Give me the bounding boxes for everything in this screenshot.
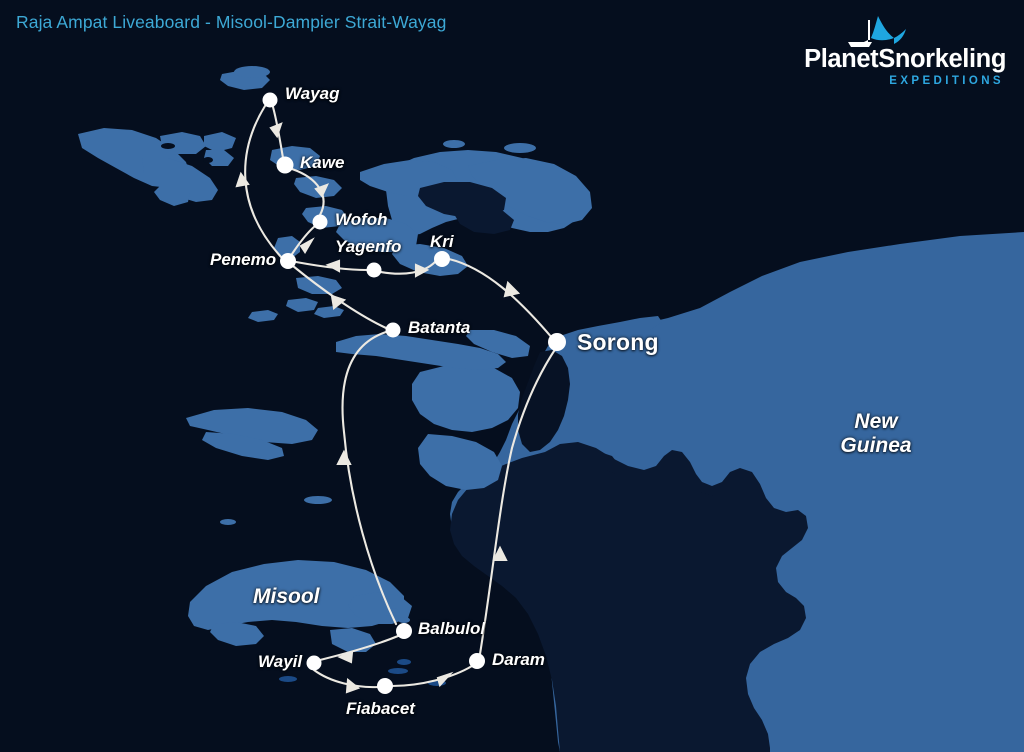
reef-wayil bbox=[279, 676, 297, 682]
waypoint-marker-yagenfo[interactable] bbox=[366, 262, 382, 278]
arrowhead-batanta-south bbox=[336, 449, 352, 466]
waypoint-marker-wayag[interactable] bbox=[262, 92, 278, 108]
arrowhead-balbulol-wayil bbox=[337, 650, 354, 664]
arrowhead-yagenfo-penemo bbox=[325, 259, 341, 273]
arrowhead-wayil-fiabacet bbox=[345, 677, 361, 694]
waypoint-marker-kawe[interactable] bbox=[276, 156, 294, 174]
arrowhead-sorong-kri bbox=[503, 280, 521, 298]
land-mid-left2 bbox=[202, 432, 284, 460]
land-misool bbox=[188, 560, 404, 630]
islet-small-c bbox=[314, 306, 344, 318]
route-layer bbox=[235, 104, 558, 694]
waypoint-label-fiabacet: Fiabacet bbox=[346, 699, 415, 718]
land-nw-islet2 bbox=[154, 186, 190, 206]
region-label-new-guinea-line2: Guinea bbox=[840, 433, 912, 457]
route-fiabacet-daram bbox=[390, 664, 474, 688]
land-batanta-east bbox=[466, 330, 530, 358]
brand-logo[interactable]: PlanetSnorkeling EXPEDITIONS bbox=[794, 14, 1006, 92]
land-waigeo-s bbox=[392, 244, 468, 276]
land-misool-east bbox=[348, 592, 412, 624]
waypoint-marker-balbulol[interactable] bbox=[396, 623, 412, 639]
land-salawati-south bbox=[418, 434, 502, 490]
dark-peninsula-sorong bbox=[518, 350, 570, 452]
waypoint-label-yagenfo: Yagenfo bbox=[335, 237, 402, 256]
islet-small-b bbox=[248, 310, 278, 322]
land-nw-chain2 bbox=[142, 158, 218, 202]
land-misool-se bbox=[330, 628, 376, 652]
page-title: Raja Ampat Liveaboard - Misool-Dampier S… bbox=[16, 12, 447, 32]
sailboat-icon bbox=[848, 16, 906, 47]
region-label-misool: Misool bbox=[253, 585, 320, 608]
landmass-layer bbox=[78, 66, 1024, 752]
waypoint-marker-fiabacet[interactable] bbox=[377, 678, 393, 694]
waypoint-marker-sorong[interactable] bbox=[548, 333, 566, 351]
waypoint-label-kri: Kri bbox=[430, 232, 454, 251]
nw-lagoon bbox=[161, 143, 175, 149]
waypoint-label-sorong: Sorong bbox=[577, 329, 659, 355]
route-sorong-kri bbox=[447, 257, 555, 341]
waypoint-label-penemo: Penemo bbox=[210, 250, 277, 269]
islet-n1 bbox=[504, 143, 536, 153]
islet-small-a bbox=[286, 298, 318, 312]
islet-top bbox=[234, 66, 270, 78]
route-penemo-wofoh bbox=[290, 224, 317, 256]
waypoint-label-wayil: Wayil bbox=[258, 652, 303, 671]
land-birdshead-tip bbox=[550, 316, 662, 356]
route-batanta-balbulol bbox=[341, 330, 398, 626]
waypoint-label-kawe: Kawe bbox=[300, 153, 345, 172]
waypoint-label-batanta: Batanta bbox=[408, 318, 471, 337]
route-daram-sorong bbox=[478, 346, 558, 656]
arrowhead-wofoh-kawe bbox=[314, 183, 329, 198]
waigeo-bay-dark2 bbox=[454, 206, 514, 234]
waypoint-label-wayag: Wayag bbox=[285, 84, 340, 103]
logo-wordmark: PlanetSnorkeling bbox=[794, 45, 1006, 73]
land-misool-sw bbox=[210, 622, 264, 646]
land-waigeo-ne bbox=[468, 158, 592, 224]
region-label-new-guinea-line1: New bbox=[854, 410, 898, 433]
land-mid-left bbox=[186, 408, 318, 444]
coast-channel-1 bbox=[598, 452, 620, 474]
reef-fiabacet3 bbox=[388, 668, 408, 674]
bay-bintuni bbox=[450, 442, 808, 752]
arrowhead-kri-yagenfo bbox=[414, 263, 430, 278]
route-balbulol-fiabacet bbox=[318, 634, 400, 662]
waypoint-marker-kri[interactable] bbox=[434, 251, 450, 267]
logo-subtitle: EXPEDITIONS bbox=[889, 75, 1004, 87]
arrowhead-wayag-penemo bbox=[235, 171, 250, 188]
waypoint-marker-penemo[interactable] bbox=[280, 253, 296, 269]
waypoint-marker-batanta[interactable] bbox=[385, 322, 401, 338]
logo-word-snorkeling: Snorkeling bbox=[878, 45, 1006, 73]
arrowhead-penemo-wofoh bbox=[299, 237, 315, 254]
waypoint-marker-layer bbox=[262, 92, 566, 694]
waypoint-label-daram: Daram bbox=[492, 650, 545, 669]
waypoint-marker-daram[interactable] bbox=[469, 653, 485, 669]
arrowhead-fiabacet-daram bbox=[436, 671, 454, 688]
land-batanta bbox=[336, 334, 506, 370]
islet-mid bbox=[304, 496, 332, 504]
reef-fiabacet bbox=[397, 659, 411, 665]
islet-mid2 bbox=[220, 519, 236, 525]
islet-nw-small bbox=[204, 132, 236, 152]
islet-n2 bbox=[443, 140, 465, 148]
arrowhead-kawe-wayag bbox=[269, 122, 283, 139]
arrowhead-daram-north bbox=[492, 545, 508, 562]
islet-penemo2 bbox=[296, 276, 342, 294]
waypoint-marker-wayil[interactable] bbox=[306, 655, 322, 671]
arrowhead-penemo-batanta bbox=[330, 294, 347, 310]
route-kri-yagenfo bbox=[379, 260, 437, 275]
islet-misool-e2 bbox=[398, 617, 410, 623]
waypoint-label-wofoh: Wofoh bbox=[335, 210, 388, 229]
logo-word-planet: Planet bbox=[804, 45, 879, 73]
route-wayil-fiabacet bbox=[312, 668, 380, 689]
region-label-new-guinea: New Guinea bbox=[838, 410, 914, 457]
waypoint-marker-wofoh[interactable] bbox=[312, 214, 328, 230]
land-salawati bbox=[412, 364, 520, 432]
land-waigeo-sw bbox=[336, 218, 418, 252]
coast-channel-2 bbox=[698, 492, 722, 514]
waypoint-label-balbulol: Balbulol bbox=[418, 619, 486, 638]
